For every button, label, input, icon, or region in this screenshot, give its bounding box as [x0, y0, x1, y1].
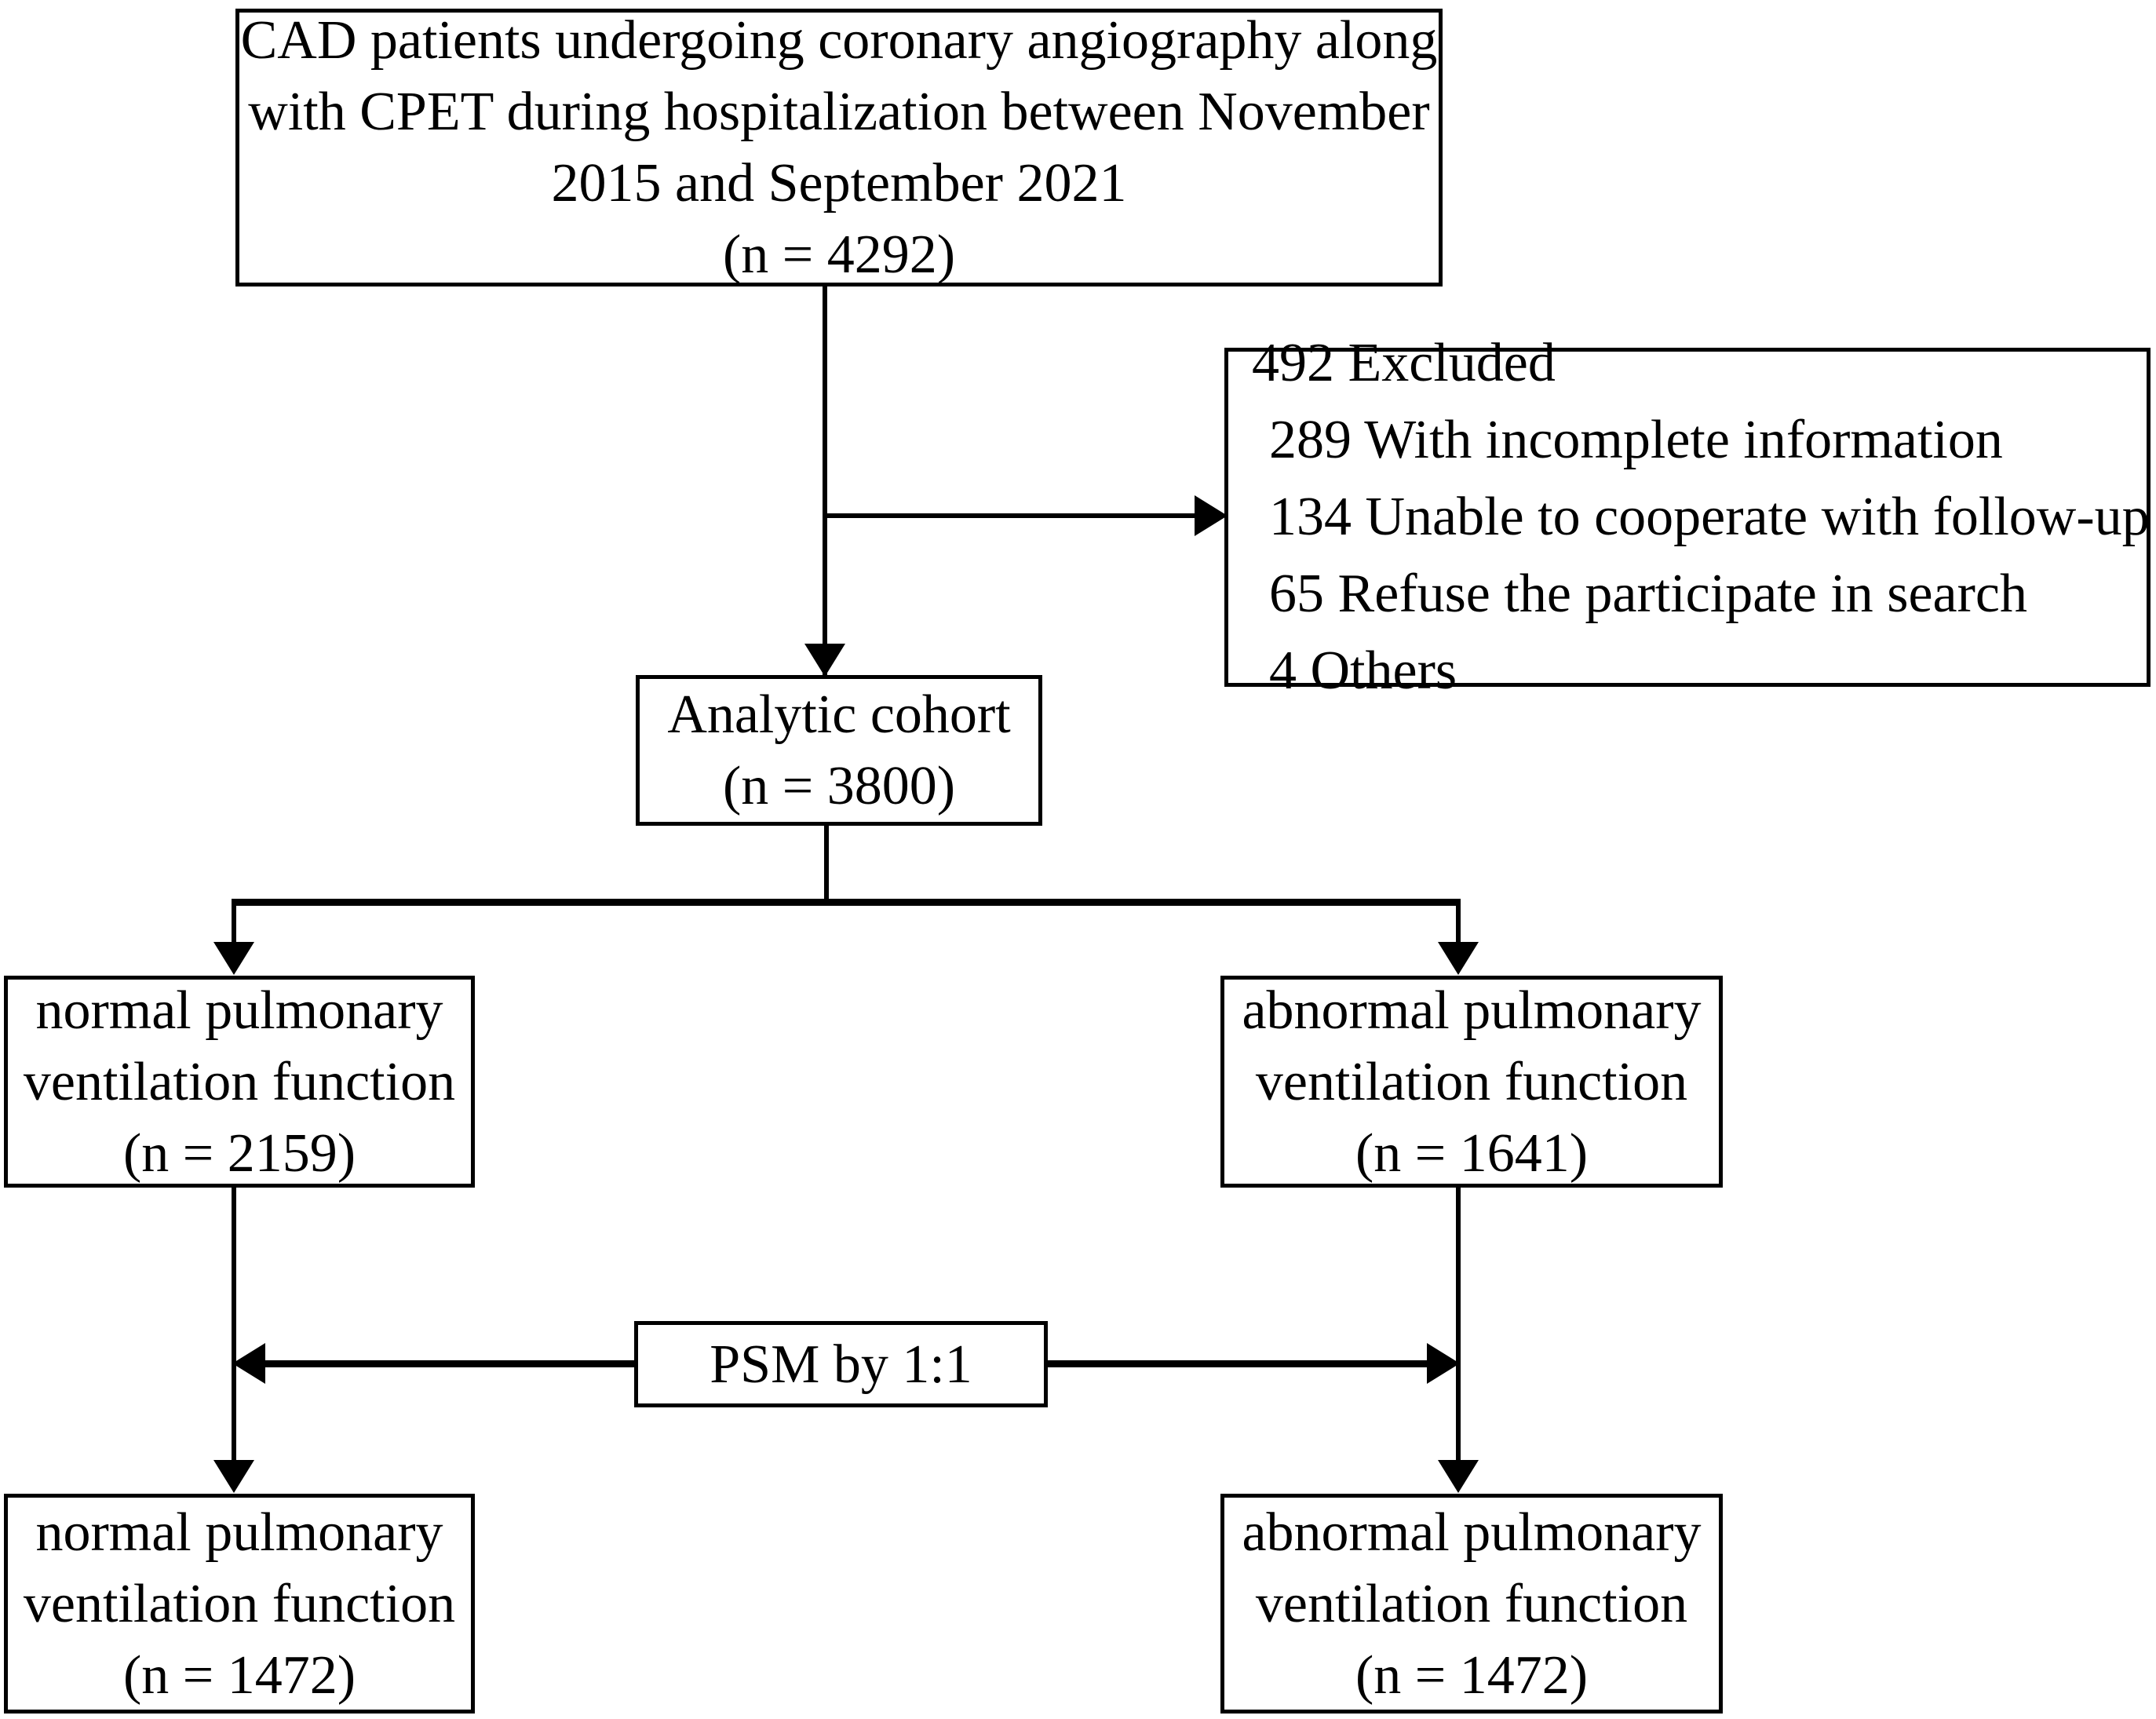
- normal-pulmonary-ventilation-function-post-psm-box: normal pulmonary ventilation function (n…: [4, 1494, 475, 1714]
- propensity-score-matching-box: PSM by 1:1: [634, 1321, 1048, 1407]
- abnormal-pre-line-1: abnormal pulmonary: [1242, 980, 1702, 1041]
- abnormal-pre-count: (n = 1641): [1355, 1122, 1589, 1184]
- abnormal-post-line-2: ventilation function: [1255, 1573, 1688, 1634]
- excluded-heading: 492 Excluded: [1252, 333, 1556, 393]
- arrowhead-to-cohort-icon: [804, 644, 845, 677]
- analytic-cohort-label: Analytic cohort: [667, 684, 1011, 745]
- arrowhead-to-abnormal-pre-icon: [1438, 942, 1479, 975]
- connector-psm-to-right-horizontal: [1044, 1360, 1428, 1367]
- abnormal-pulmonary-ventilation-function-post-psm-box: abnormal pulmonary ventilation function …: [1220, 1494, 1723, 1714]
- normal-post-line-1: normal pulmonary: [35, 1502, 443, 1563]
- abnormal-post-line-1: abnormal pulmonary: [1242, 1502, 1702, 1563]
- connector-split-left-vertical: [232, 899, 236, 962]
- analytic-cohort-box: Analytic cohort (n = 3800): [636, 675, 1042, 826]
- normal-pulmonary-ventilation-function-pre-psm-box: normal pulmonary ventilation function (n…: [4, 976, 475, 1188]
- source-population-line-3: 2015 and September 2021: [551, 153, 1127, 214]
- arrowhead-to-normal-pre-icon: [213, 942, 254, 975]
- normal-post-line-2: ventilation function: [23, 1573, 456, 1634]
- source-population-line-2: with CPET during hospitalization between…: [248, 82, 1430, 142]
- source-population-count: (n = 4292): [722, 224, 956, 285]
- normal-pre-line-2: ventilation function: [23, 1051, 456, 1112]
- arrowhead-psm-left-icon: [232, 1343, 265, 1384]
- connector-source-to-cohort-vertical: [823, 286, 827, 677]
- connector-psm-to-left-horizontal: [259, 1360, 644, 1367]
- source-population-box: CAD patients undergoing coronary angiogr…: [235, 9, 1443, 286]
- analytic-cohort-count: (n = 3800): [722, 756, 956, 816]
- normal-pre-line-1: normal pulmonary: [35, 980, 443, 1041]
- psm-label: PSM by 1:1: [710, 1334, 972, 1395]
- arrowhead-to-abnormal-post-icon: [1438, 1460, 1479, 1493]
- excluded-reason-unable-to-cooperate: 134 Unable to cooperate with follow-up: [1269, 487, 2150, 547]
- connector-normal-pre-to-post-vertical: [232, 1188, 236, 1466]
- source-population-line-1: CAD patients undergoing coronary angiogr…: [240, 10, 1438, 71]
- connector-abnormal-pre-to-post-vertical: [1456, 1188, 1461, 1466]
- connector-split-horizontal-bar: [232, 899, 1461, 906]
- abnormal-pre-line-2: ventilation function: [1255, 1051, 1688, 1112]
- connector-to-excluded-horizontal: [823, 513, 1199, 518]
- normal-post-count: (n = 1472): [122, 1644, 356, 1706]
- arrowhead-to-excluded-icon: [1195, 495, 1228, 536]
- arrowhead-psm-right-icon: [1427, 1343, 1460, 1384]
- excluded-reason-others: 4 Others: [1269, 641, 1457, 701]
- excluded-reason-refuse-participate: 65 Refuse the participate in search: [1269, 564, 2027, 624]
- abnormal-pulmonary-ventilation-function-pre-psm-box: abnormal pulmonary ventilation function …: [1220, 976, 1723, 1188]
- connector-cohort-to-split-vertical: [824, 826, 829, 903]
- excluded-participants-box: 492 Excluded 289 With incomplete informa…: [1224, 333, 2151, 701]
- arrowhead-to-normal-post-icon: [213, 1460, 254, 1493]
- normal-pre-count: (n = 2159): [122, 1122, 356, 1184]
- abnormal-post-count: (n = 1472): [1355, 1644, 1589, 1706]
- connector-split-right-vertical: [1456, 899, 1461, 962]
- excluded-reason-incomplete-information: 289 With incomplete information: [1269, 410, 2003, 470]
